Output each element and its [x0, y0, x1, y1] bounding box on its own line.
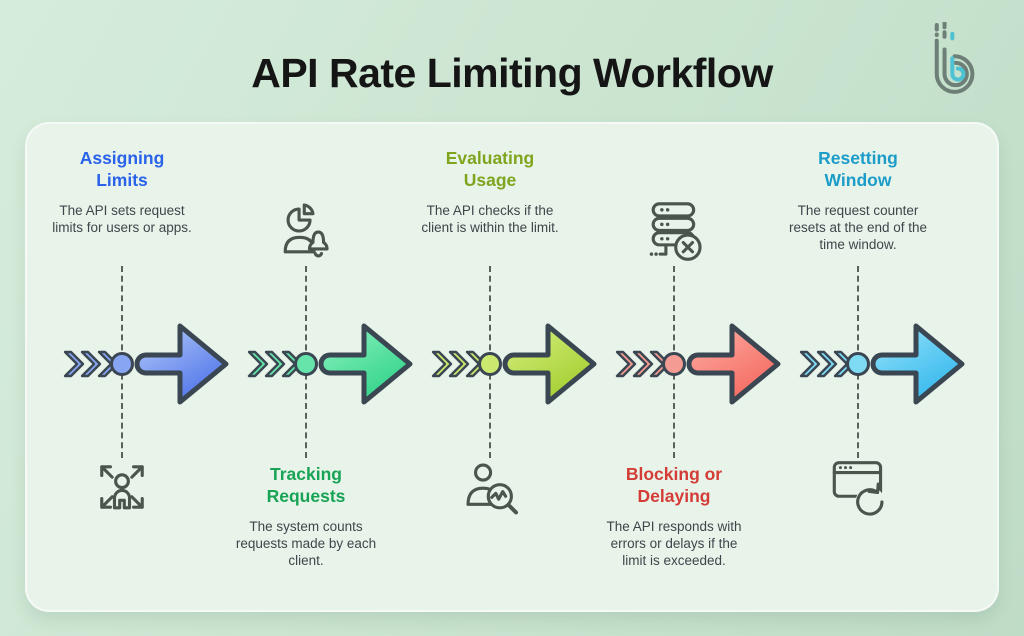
flow-segment-4	[615, 323, 781, 405]
step-column-blocking-or-delaying: Blocking or Delaying The API responds wi…	[586, 124, 762, 610]
chevrons-icon	[799, 350, 855, 378]
user-pie-chart-bell-icon	[283, 203, 329, 258]
step-title: Blocking or Delaying	[625, 464, 723, 506]
flow-segment-3	[431, 323, 597, 405]
brand-logo-icon	[934, 22, 975, 94]
step-description: The API checks if the client is within t…	[421, 202, 559, 236]
step-title: Assigning Limits	[79, 148, 165, 190]
step-title: Tracking Requests	[266, 464, 346, 506]
flow-dot	[478, 352, 502, 376]
flow-dot	[846, 352, 870, 376]
step-title: Resetting Window	[818, 148, 898, 190]
arrow-icon	[502, 323, 597, 405]
flow-dot	[662, 352, 686, 376]
arrow-icon	[134, 323, 229, 405]
arrow-icon	[686, 323, 781, 405]
flow-segment-2	[247, 323, 413, 405]
step-column-evaluating-usage: Evaluating Usage The API checks if the c…	[402, 124, 578, 610]
step-description: The API sets request limits for users or…	[52, 202, 192, 236]
step-column-tracking-requests: Tracking Requests The system counts requ…	[218, 124, 394, 610]
user-activity-magnifier-icon	[466, 463, 518, 515]
flow-dot	[294, 352, 318, 376]
chevrons-icon	[247, 350, 303, 378]
page-title: API Rate Limiting Workflow	[251, 50, 773, 96]
step-description: The request counter resets at the end of…	[788, 202, 928, 253]
chevrons-icon	[615, 350, 671, 378]
server-blocked-icon	[649, 202, 702, 261]
arrow-icon	[318, 323, 413, 405]
arrow-icon	[870, 323, 965, 405]
step-description: The API responds with errors or delays i…	[606, 518, 742, 569]
flow-segment-1	[63, 323, 229, 405]
flow-dot	[110, 352, 134, 376]
step-title: Evaluating Usage	[445, 148, 535, 190]
browser-window-refresh-icon	[832, 461, 885, 516]
user-expand-arrows-icon	[100, 465, 144, 510]
step-column-resetting-window: Resetting Window The request counter res…	[770, 124, 946, 610]
flow-segment-5	[799, 323, 965, 405]
chevrons-icon	[63, 350, 119, 378]
workflow-panel: Assigning Limits The API sets request li…	[25, 122, 999, 612]
step-description: The system counts requests made by each …	[235, 518, 377, 569]
chevrons-icon	[431, 350, 487, 378]
